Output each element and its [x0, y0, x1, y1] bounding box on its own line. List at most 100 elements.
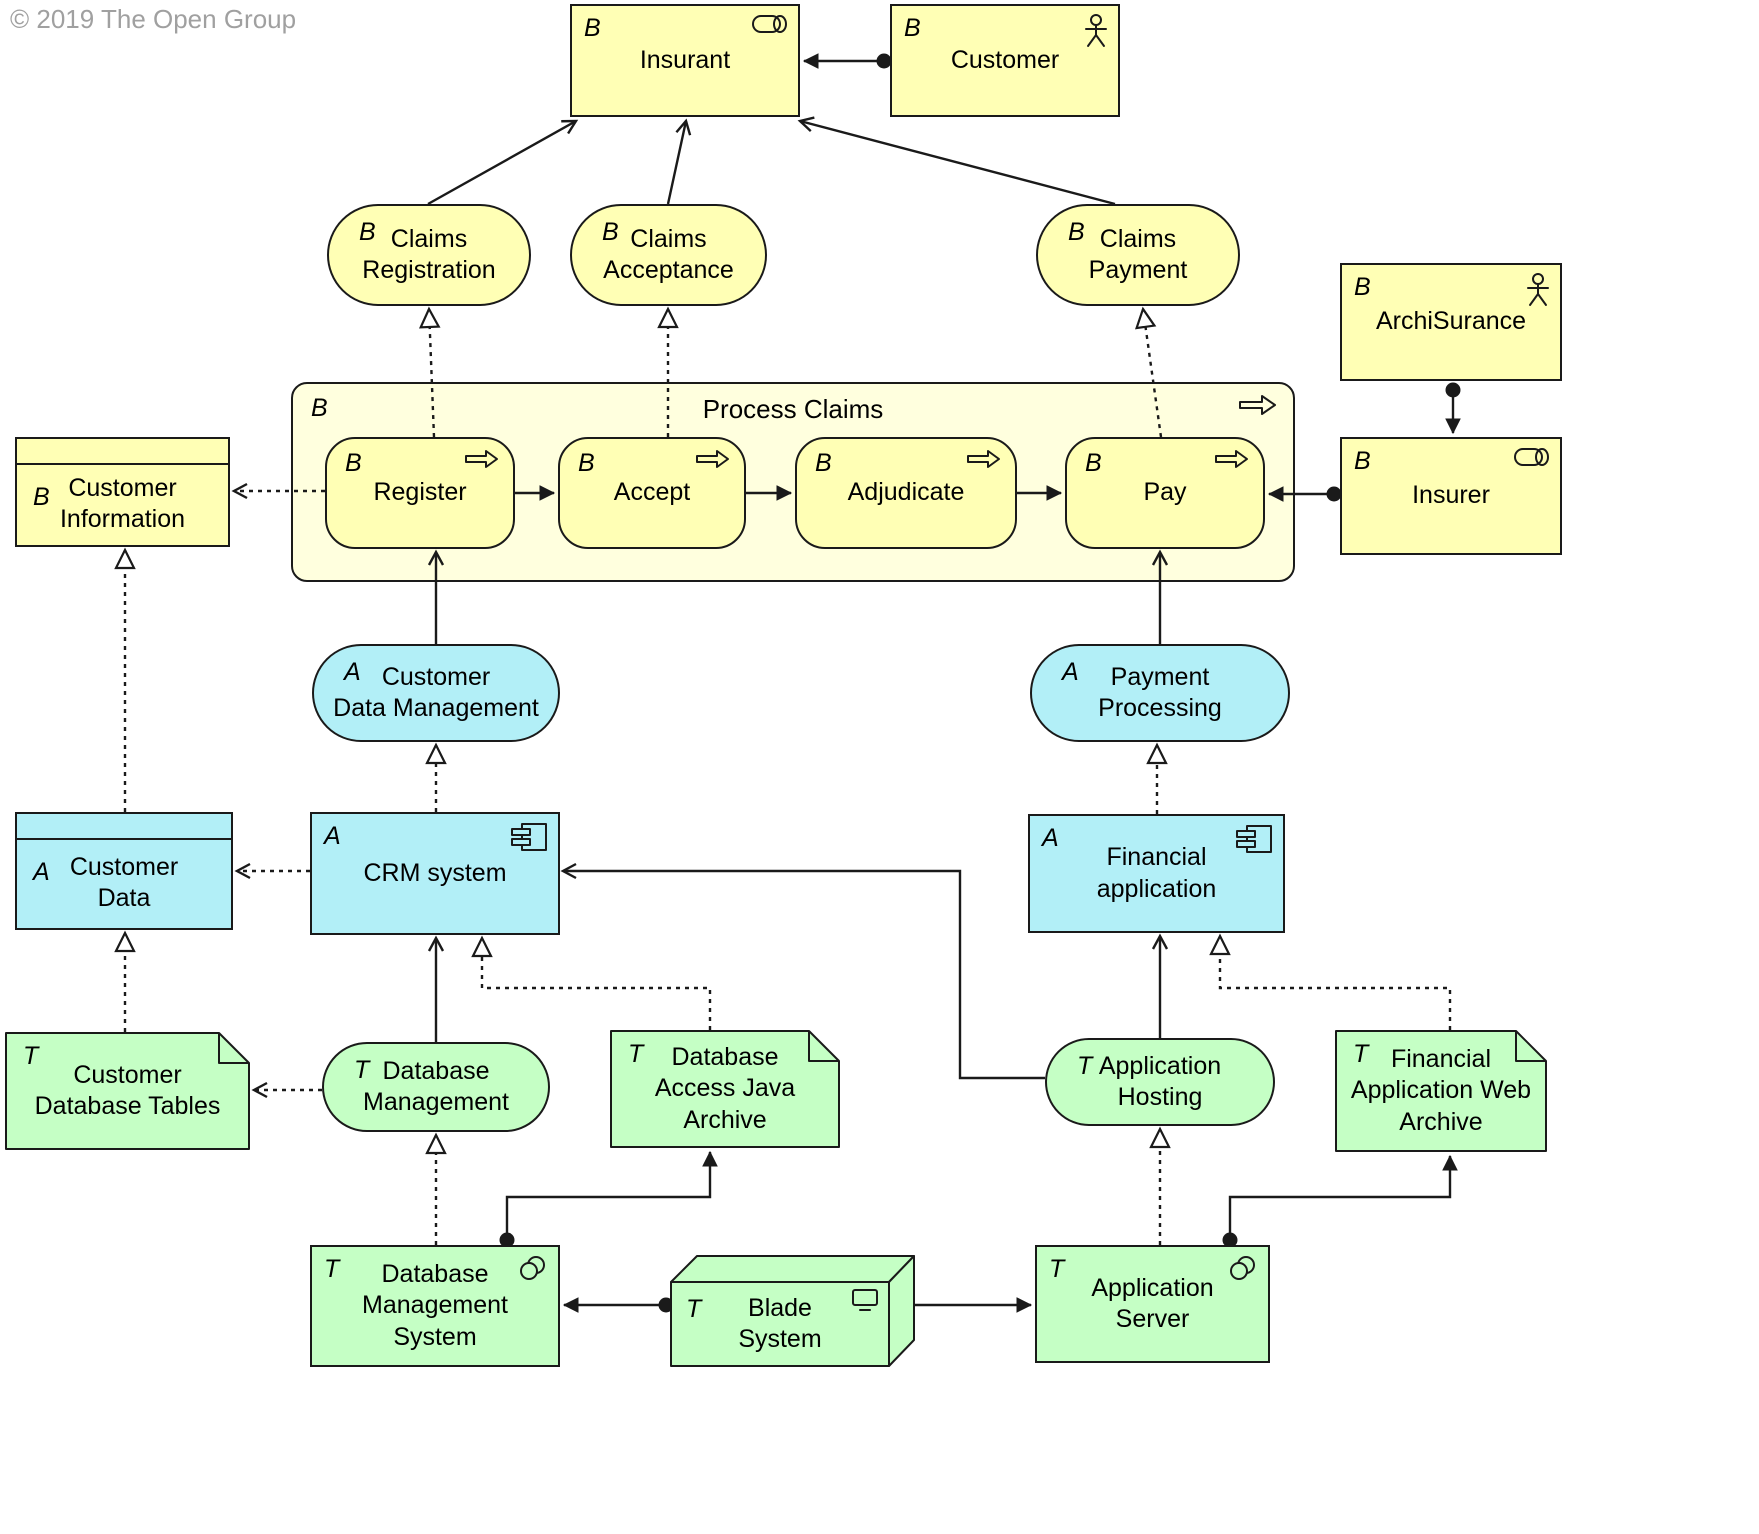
element-type-letter: B — [345, 449, 362, 477]
element-type-letter: B — [815, 449, 832, 477]
role-icon — [1514, 447, 1550, 467]
node-label: Claims Acceptance — [603, 224, 734, 284]
process-icon — [696, 449, 730, 469]
node-label: ArchiSurance — [1375, 307, 1527, 336]
node-database-access-java-archive[interactable]: T Database Access Java Archive — [610, 1030, 840, 1148]
element-type-letter: A — [33, 858, 50, 886]
node-label: Customer Information — [59, 473, 186, 533]
node-label: Application Hosting — [1098, 1051, 1222, 1111]
element-type-letter: B — [1068, 218, 1085, 246]
node-crm-system[interactable]: A CRM system — [310, 812, 560, 935]
component-icon — [510, 822, 548, 852]
node-label: Database Management System — [362, 1260, 508, 1351]
device-icon — [850, 1288, 880, 1312]
node-label: Database Management — [363, 1056, 509, 1116]
node-label: Financial application — [1096, 843, 1217, 903]
element-type-letter: T — [1353, 1040, 1369, 1068]
node-label: Customer Data — [69, 852, 179, 912]
node-insurer[interactable]: B Insurer — [1340, 437, 1562, 555]
node-adjudicate[interactable]: B Adjudicate — [795, 437, 1017, 549]
node-archisurance[interactable]: B ArchiSurance — [1340, 263, 1562, 381]
element-type-letter: T — [628, 1040, 644, 1068]
node-customer-database-tables[interactable]: T Customer Database Tables — [5, 1032, 250, 1150]
realization-relations — [114, 306, 1452, 1245]
node-claims-registration[interactable]: B Claims Registration — [327, 204, 531, 306]
node-label: Pay — [1143, 478, 1187, 507]
node-application-server[interactable]: T Application Server — [1035, 1245, 1270, 1363]
node-3d-shape — [670, 1255, 915, 1367]
node-database-management-system[interactable]: T Database Management System — [310, 1245, 560, 1367]
copyright-notice: © 2019 The Open Group — [10, 4, 297, 34]
element-type-letter: B — [1085, 449, 1102, 477]
node-accept[interactable]: B Accept — [558, 437, 746, 549]
node-label: CRM system — [363, 858, 507, 887]
element-type-letter: T — [324, 1255, 340, 1283]
element-type-letter: A — [1042, 824, 1059, 852]
element-type-letter: B — [33, 483, 50, 511]
component-icon — [1235, 824, 1273, 854]
element-type-letter: B — [602, 218, 619, 246]
node-label: Customer Data Management — [333, 662, 539, 722]
element-type-letter: B — [578, 449, 595, 477]
node-pay[interactable]: B Pay — [1065, 437, 1265, 549]
node-financial-application[interactable]: A Financial application — [1028, 814, 1285, 933]
node-label: Claims Payment — [1088, 224, 1188, 284]
node-claims-acceptance[interactable]: B Claims Acceptance — [570, 204, 767, 306]
element-type-letter: T — [23, 1042, 39, 1070]
artifact-shape — [610, 1030, 840, 1148]
actor-icon — [1526, 273, 1550, 307]
node-label: Adjudicate — [847, 478, 965, 507]
node-label: Accept — [613, 478, 691, 507]
element-type-letter: B — [1354, 273, 1371, 301]
element-type-letter: B — [904, 14, 921, 42]
role-icon — [752, 14, 788, 34]
node-label: Application Server — [1091, 1273, 1214, 1333]
node-label: Payment Processing — [1098, 662, 1222, 722]
node-label: Blade System — [738, 1293, 822, 1353]
element-type-letter: B — [359, 218, 376, 246]
process-icon — [1215, 449, 1249, 469]
node-financial-application-web-archive[interactable]: T Financial Application Web Archive — [1335, 1030, 1547, 1152]
artifact-shape — [5, 1032, 250, 1150]
node-label: Insurant — [639, 45, 731, 74]
actor-icon — [1084, 14, 1108, 48]
node-label: Financial Application Web Archive — [1350, 1045, 1532, 1136]
process-icon — [1239, 394, 1277, 416]
node-blade-system[interactable]: T Blade System — [670, 1255, 915, 1367]
system-software-icon — [516, 1255, 548, 1283]
element-type-letter: T — [1077, 1052, 1093, 1080]
node-customer-information[interactable]: B Customer Information — [15, 437, 230, 547]
node-label: Process Claims — [702, 394, 884, 424]
node-label: Insurer — [1412, 481, 1490, 510]
assignment-relations — [499, 53, 1461, 1313]
node-application-hosting[interactable]: T Application Hosting — [1045, 1038, 1275, 1126]
element-type-letter: B — [311, 394, 328, 422]
element-type-letter: B — [584, 14, 601, 42]
element-type-letter: A — [1062, 658, 1079, 686]
system-software-icon — [1226, 1255, 1258, 1283]
access-relations — [231, 482, 325, 1099]
node-register[interactable]: B Register — [325, 437, 515, 549]
node-customer-data[interactable]: A Customer Data — [15, 812, 233, 930]
element-type-letter: T — [1049, 1255, 1065, 1283]
process-icon — [465, 449, 499, 469]
element-type-letter: A — [324, 822, 341, 850]
node-label: Database Access Java Archive — [654, 1043, 796, 1134]
node-payment-processing[interactable]: A Payment Processing — [1030, 644, 1290, 742]
node-insurant[interactable]: B Insurant — [570, 4, 800, 117]
serving-relations — [427, 116, 1169, 1080]
artifact-shape — [1335, 1030, 1547, 1152]
node-label: Customer — [950, 45, 1060, 74]
node-database-management[interactable]: T Database Management — [322, 1042, 550, 1132]
element-type-letter: T — [354, 1056, 370, 1084]
node-label: Register — [373, 478, 467, 507]
node-claims-payment[interactable]: B Claims Payment — [1036, 204, 1240, 306]
element-type-letter: T — [686, 1295, 702, 1323]
node-label: Claims Registration — [362, 224, 496, 284]
node-customer[interactable]: B Customer — [890, 4, 1120, 117]
process-icon — [967, 449, 1001, 469]
node-customer-data-management[interactable]: A Customer Data Management — [312, 644, 560, 742]
node-label: Customer Database Tables — [34, 1060, 221, 1120]
